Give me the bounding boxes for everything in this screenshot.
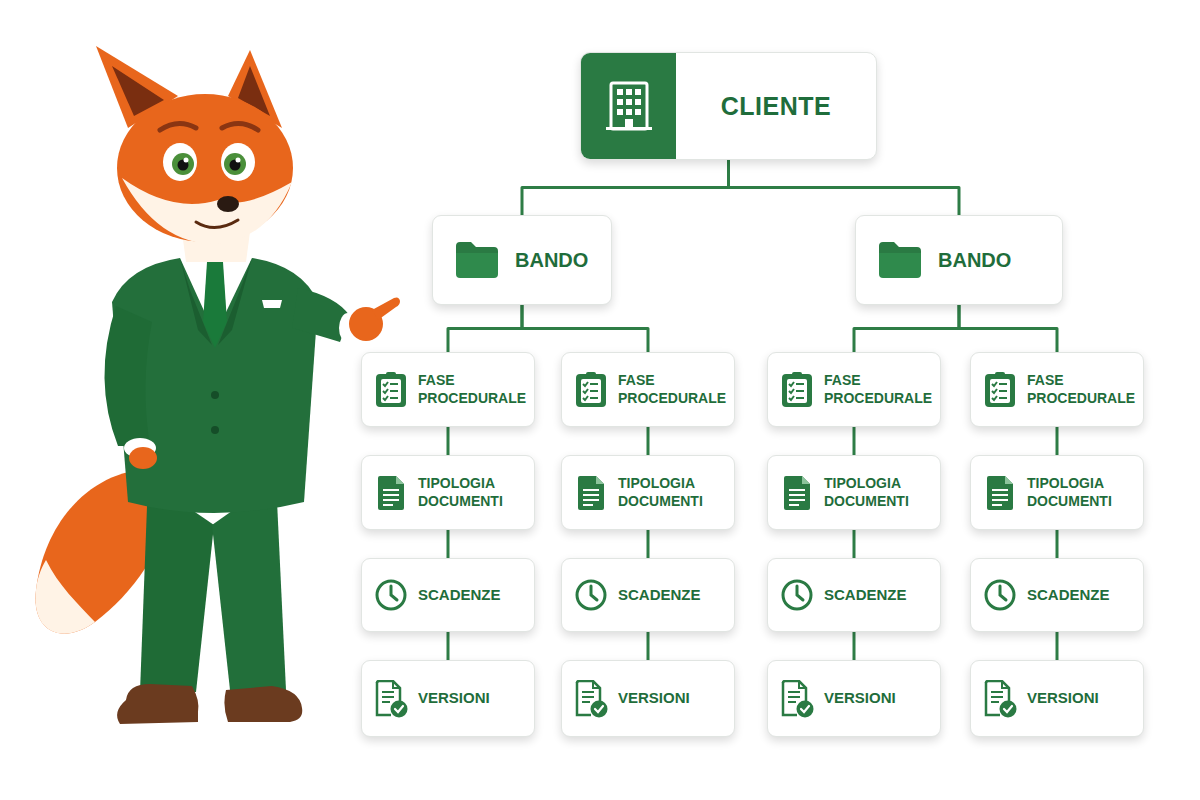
node-label: CLIENTE	[688, 92, 864, 121]
text-area: FASE PROCEDURALE	[618, 372, 728, 407]
text-area: FASE PROCEDURALE	[1027, 372, 1137, 407]
node-label: VERSIONI	[824, 689, 934, 708]
connector	[448, 305, 522, 352]
tip-icon	[574, 475, 608, 511]
scad-box: SCADENZE	[361, 558, 535, 632]
vers-box: VERSIONI	[361, 660, 535, 737]
text-area: SCADENZE	[824, 586, 934, 605]
connector	[729, 160, 960, 215]
node-label: FASE PROCEDURALE	[824, 372, 934, 407]
node-label: BANDO	[938, 249, 1052, 272]
fase-icon	[374, 372, 408, 408]
text-area: FASE PROCEDURALE	[418, 372, 528, 407]
connector	[647, 427, 650, 455]
fase-icon	[780, 372, 814, 408]
bando-box: BANDO	[432, 215, 612, 305]
text-area: TIPOLOGIA DOCUMENTI	[1027, 475, 1137, 510]
text-area: TIPOLOGIA DOCUMENTI	[618, 475, 728, 510]
text-area: TIPOLOGIA DOCUMENTI	[824, 475, 934, 510]
connector	[1056, 427, 1059, 455]
text-area: VERSIONI	[618, 689, 728, 708]
bando-icon	[453, 240, 501, 280]
cliente-box: CLIENTE	[580, 52, 877, 160]
node-label: FASE PROCEDURALE	[1027, 372, 1137, 407]
fase-box: FASE PROCEDURALE	[561, 352, 735, 427]
bando-icon	[876, 240, 924, 280]
text-area: SCADENZE	[618, 586, 728, 605]
node-label: FASE PROCEDURALE	[618, 372, 728, 407]
connector	[1056, 530, 1059, 558]
vers-icon	[574, 680, 608, 718]
vers-icon	[983, 680, 1017, 718]
scad-icon	[780, 578, 814, 612]
bando-box: BANDO	[855, 215, 1063, 305]
fase-box: FASE PROCEDURALE	[767, 352, 941, 427]
node-label: SCADENZE	[1027, 586, 1137, 605]
text-area: TIPOLOGIA DOCUMENTI	[418, 475, 528, 510]
text-area: VERSIONI	[1027, 689, 1137, 708]
connector	[522, 160, 729, 215]
text-area: BANDO	[938, 249, 1052, 272]
node-label: TIPOLOGIA DOCUMENTI	[418, 475, 528, 510]
connector	[647, 530, 650, 558]
text-area: FASE PROCEDURALE	[824, 372, 934, 407]
text-area: CLIENTE	[676, 92, 876, 121]
fase-icon	[983, 372, 1017, 408]
text-area: VERSIONI	[418, 689, 528, 708]
scad-icon	[374, 578, 408, 612]
node-label: SCADENZE	[824, 586, 934, 605]
scad-box: SCADENZE	[970, 558, 1144, 632]
node-label: SCADENZE	[618, 586, 728, 605]
connector	[447, 427, 450, 455]
fase-icon	[574, 372, 608, 408]
scad-icon	[983, 578, 1017, 612]
tip-box: TIPOLOGIA DOCUMENTI	[361, 455, 535, 530]
connector	[853, 427, 856, 455]
node-label: TIPOLOGIA DOCUMENTI	[824, 475, 934, 510]
node-label: VERSIONI	[418, 689, 528, 708]
tip-icon	[983, 475, 1017, 511]
vers-box: VERSIONI	[561, 660, 735, 737]
tip-box: TIPOLOGIA DOCUMENTI	[970, 455, 1144, 530]
connector	[647, 632, 650, 660]
scad-icon	[574, 578, 608, 612]
connector	[522, 305, 648, 352]
text-area: SCADENZE	[1027, 586, 1137, 605]
text-area: SCADENZE	[418, 586, 528, 605]
connector	[447, 632, 450, 660]
vers-icon	[374, 680, 408, 718]
scad-box: SCADENZE	[767, 558, 941, 632]
connector	[959, 305, 1057, 352]
fase-box: FASE PROCEDURALE	[970, 352, 1144, 427]
connector	[1056, 632, 1059, 660]
connector	[447, 530, 450, 558]
tip-icon	[374, 475, 408, 511]
text-area: BANDO	[515, 249, 601, 272]
vers-box: VERSIONI	[970, 660, 1144, 737]
fase-box: FASE PROCEDURALE	[361, 352, 535, 427]
node-label: TIPOLOGIA DOCUMENTI	[1027, 475, 1137, 510]
tip-icon	[780, 475, 814, 511]
node-label: SCADENZE	[418, 586, 528, 605]
node-label: BANDO	[515, 249, 601, 272]
tip-box: TIPOLOGIA DOCUMENTI	[767, 455, 941, 530]
cliente-icon	[581, 53, 676, 159]
node-label: VERSIONI	[618, 689, 728, 708]
node-label: FASE PROCEDURALE	[418, 372, 528, 407]
connector	[853, 530, 856, 558]
vers-icon	[780, 680, 814, 718]
scad-box: SCADENZE	[561, 558, 735, 632]
text-area: VERSIONI	[824, 689, 934, 708]
node-label: VERSIONI	[1027, 689, 1137, 708]
connector	[853, 632, 856, 660]
node-label: TIPOLOGIA DOCUMENTI	[618, 475, 728, 510]
tip-box: TIPOLOGIA DOCUMENTI	[561, 455, 735, 530]
connector	[854, 305, 959, 352]
vers-box: VERSIONI	[767, 660, 941, 737]
